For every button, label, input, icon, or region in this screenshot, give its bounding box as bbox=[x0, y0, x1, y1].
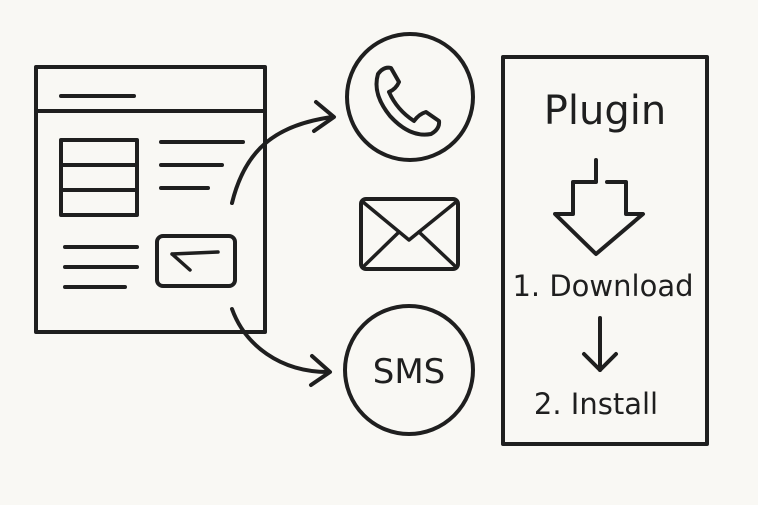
sms-label: SMS bbox=[373, 352, 446, 392]
phone-channel bbox=[345, 32, 475, 162]
step-download: 1. Download bbox=[512, 269, 693, 303]
phone-icon bbox=[374, 65, 442, 137]
down-arrow-icon bbox=[582, 316, 618, 372]
sms-channel: SMS bbox=[343, 304, 475, 436]
send-button-icon bbox=[155, 234, 237, 288]
form-table-icon bbox=[59, 138, 139, 217]
step-install: 2. Install bbox=[534, 387, 658, 421]
plugin-panel: Plugin 1. Download 2. Install bbox=[501, 55, 709, 446]
plugin-title: Plugin bbox=[544, 88, 666, 134]
web-form-icon bbox=[34, 65, 267, 334]
envelope-icon bbox=[359, 197, 460, 271]
arrow-to-sms bbox=[230, 307, 332, 387]
download-arrow-icon bbox=[553, 158, 645, 256]
arrow-to-phone bbox=[230, 100, 336, 205]
